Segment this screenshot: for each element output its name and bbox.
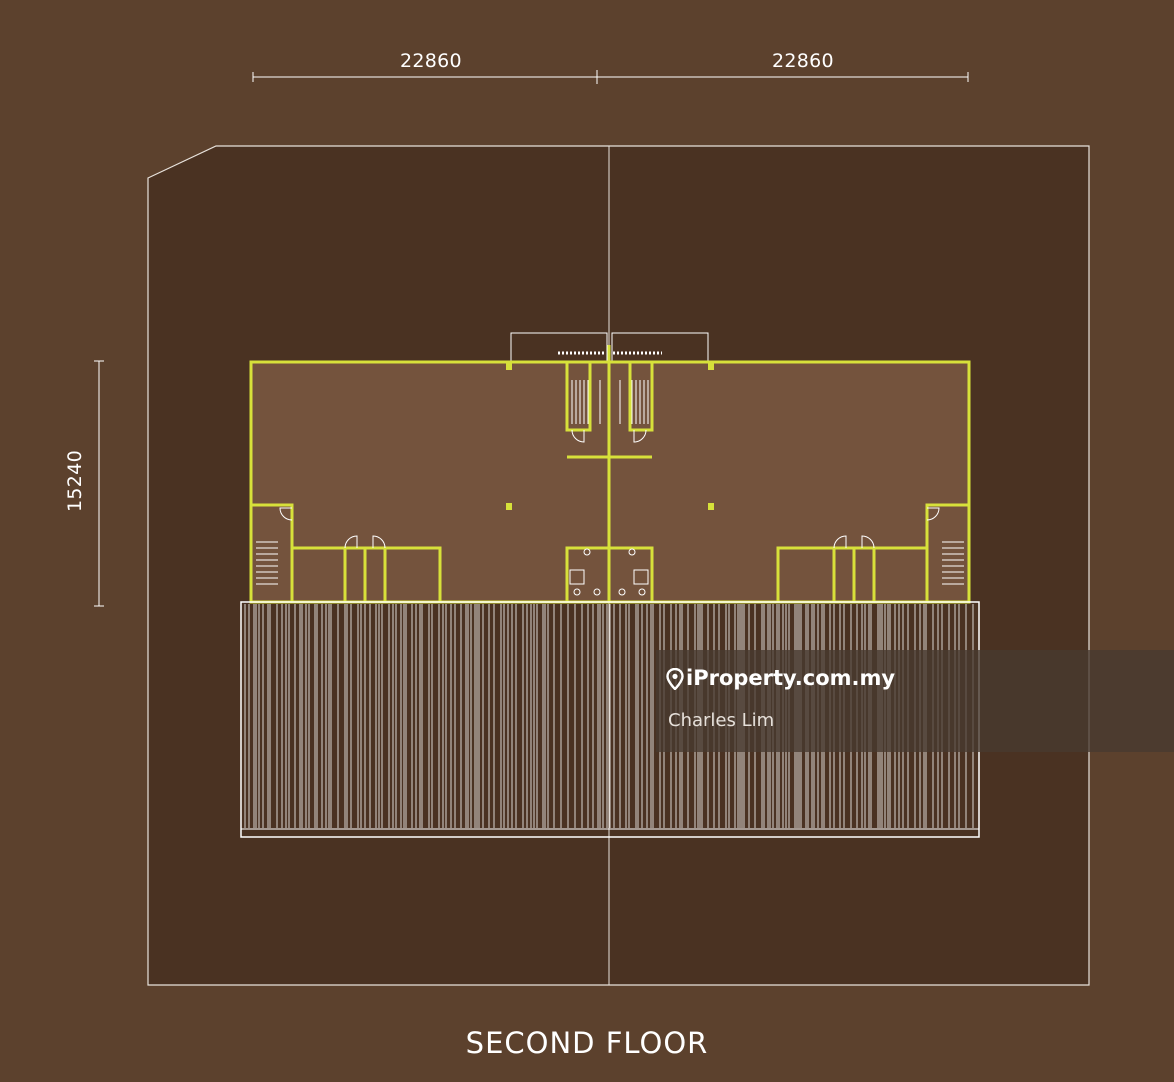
- toilet-fixtures: [569, 548, 649, 596]
- watermark-agent-name: Charles Lim: [668, 710, 775, 731]
- depth-dimension: 15240: [63, 450, 86, 512]
- location-pin-icon: [666, 668, 684, 690]
- columns: [506, 362, 714, 510]
- stairs: [256, 380, 964, 585]
- watermark-brand: iProperty.com.my: [686, 666, 896, 690]
- width-dimension-left: 22860: [400, 50, 462, 72]
- side-dimension-line: [94, 360, 104, 607]
- doors: [279, 429, 940, 549]
- width-dimension-right: 22860: [772, 50, 834, 72]
- watermark-banner: iProperty.com.my Charles Lim: [656, 650, 1174, 752]
- floor-title: SECOND FLOOR: [465, 1026, 709, 1060]
- top-dimension-line: [252, 70, 969, 84]
